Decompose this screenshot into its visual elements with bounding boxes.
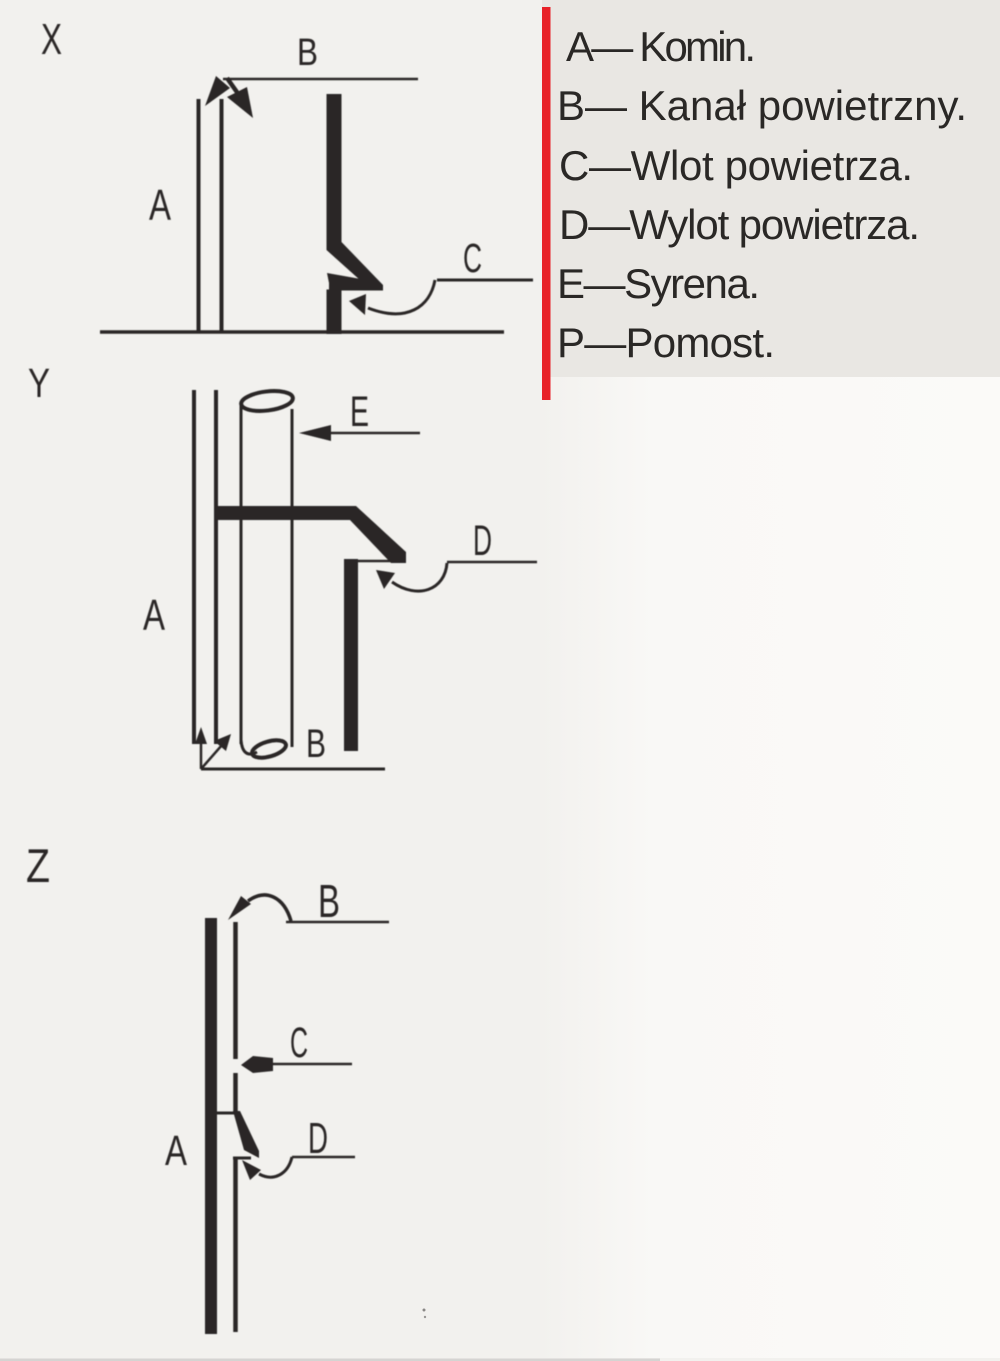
svg-text:A: A — [143, 591, 165, 640]
svg-text:X: X — [41, 15, 62, 64]
svg-text:A— Komin.: A— Komin. — [566, 23, 756, 70]
svg-text:Z: Z — [26, 839, 50, 892]
svg-text:E: E — [350, 388, 369, 436]
svg-text:B: B — [297, 32, 318, 74]
svg-text:B— Kanał powietrzny.: B— Kanał powietrzny. — [557, 82, 967, 129]
svg-text:B: B — [306, 722, 326, 766]
svg-text:A: A — [149, 181, 171, 230]
svg-text:C: C — [463, 235, 482, 281]
svg-text:P—Pomost.: P—Pomost. — [557, 319, 775, 366]
svg-text:D—Wylot powietrza.: D—Wylot powietrza. — [559, 201, 920, 248]
svg-text:B: B — [318, 875, 340, 927]
svg-text:D: D — [308, 1114, 328, 1163]
svg-text:D: D — [473, 517, 492, 565]
svg-text:C—Wlot powietrza.: C—Wlot powietrza. — [559, 142, 913, 189]
svg-text:Y: Y — [28, 360, 50, 406]
svg-text:A: A — [165, 1127, 187, 1175]
svg-text:C: C — [290, 1019, 308, 1067]
svg-text:E—Syrena.: E—Syrena. — [557, 260, 760, 307]
